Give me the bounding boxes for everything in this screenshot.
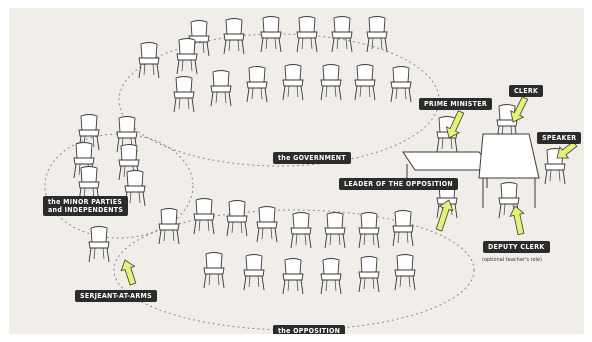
chair bbox=[257, 207, 277, 243]
chair bbox=[227, 201, 247, 237]
speaker-label: SPEAKER bbox=[537, 132, 581, 144]
seating-plan-drawing bbox=[9, 8, 584, 334]
deputy-clerk-note: (optional teacher's role) bbox=[482, 257, 542, 263]
chair bbox=[89, 227, 109, 263]
chair bbox=[244, 255, 264, 291]
government-label: the GOVERNMENT bbox=[273, 152, 351, 164]
chair bbox=[174, 77, 194, 113]
deputy-clerk-label: DEPUTY CLERK bbox=[483, 241, 550, 253]
chair bbox=[359, 257, 379, 293]
prime-minister-label: PRIME MINISTER bbox=[419, 98, 492, 110]
chair bbox=[224, 19, 244, 55]
chair bbox=[321, 65, 341, 101]
chair bbox=[332, 17, 352, 53]
chair bbox=[367, 17, 387, 53]
chair bbox=[321, 259, 341, 295]
minor-parties-label-line2: and INDEPENDENTS bbox=[48, 206, 123, 214]
chair bbox=[177, 39, 197, 75]
chair bbox=[359, 213, 379, 249]
chair bbox=[283, 65, 303, 101]
chair bbox=[297, 17, 317, 53]
chair bbox=[355, 65, 375, 101]
leader-of-opposition-label: LEADER OF THE OPPOSITION bbox=[339, 178, 458, 190]
deputy-clerk-arrow bbox=[508, 205, 528, 236]
chair bbox=[204, 253, 224, 289]
minor-parties-label: the MINOR PARTIES and INDEPENDENTS bbox=[43, 196, 128, 216]
chair bbox=[211, 71, 231, 107]
classroom-layout-illustration: PRIME MINISTER CLERK SPEAKER the GOVERNM… bbox=[9, 8, 584, 334]
chair bbox=[139, 43, 159, 79]
chair bbox=[283, 259, 303, 295]
clerk-label: CLERK bbox=[509, 85, 543, 97]
chair bbox=[159, 209, 179, 245]
minor-parties-label-line1: the MINOR PARTIES bbox=[48, 198, 123, 206]
chair bbox=[247, 67, 267, 103]
chair bbox=[194, 199, 214, 235]
chair bbox=[325, 213, 345, 249]
serjeant-at-arms-label: SERJEANT-AT-ARMS bbox=[75, 290, 157, 302]
serjeant-at-arms-arrow bbox=[118, 258, 139, 286]
chair bbox=[395, 255, 415, 291]
chair bbox=[291, 213, 311, 249]
chair bbox=[391, 67, 411, 103]
chair bbox=[261, 17, 281, 53]
opposition-label: the OPPOSITION bbox=[273, 325, 345, 334]
chair bbox=[393, 211, 413, 247]
